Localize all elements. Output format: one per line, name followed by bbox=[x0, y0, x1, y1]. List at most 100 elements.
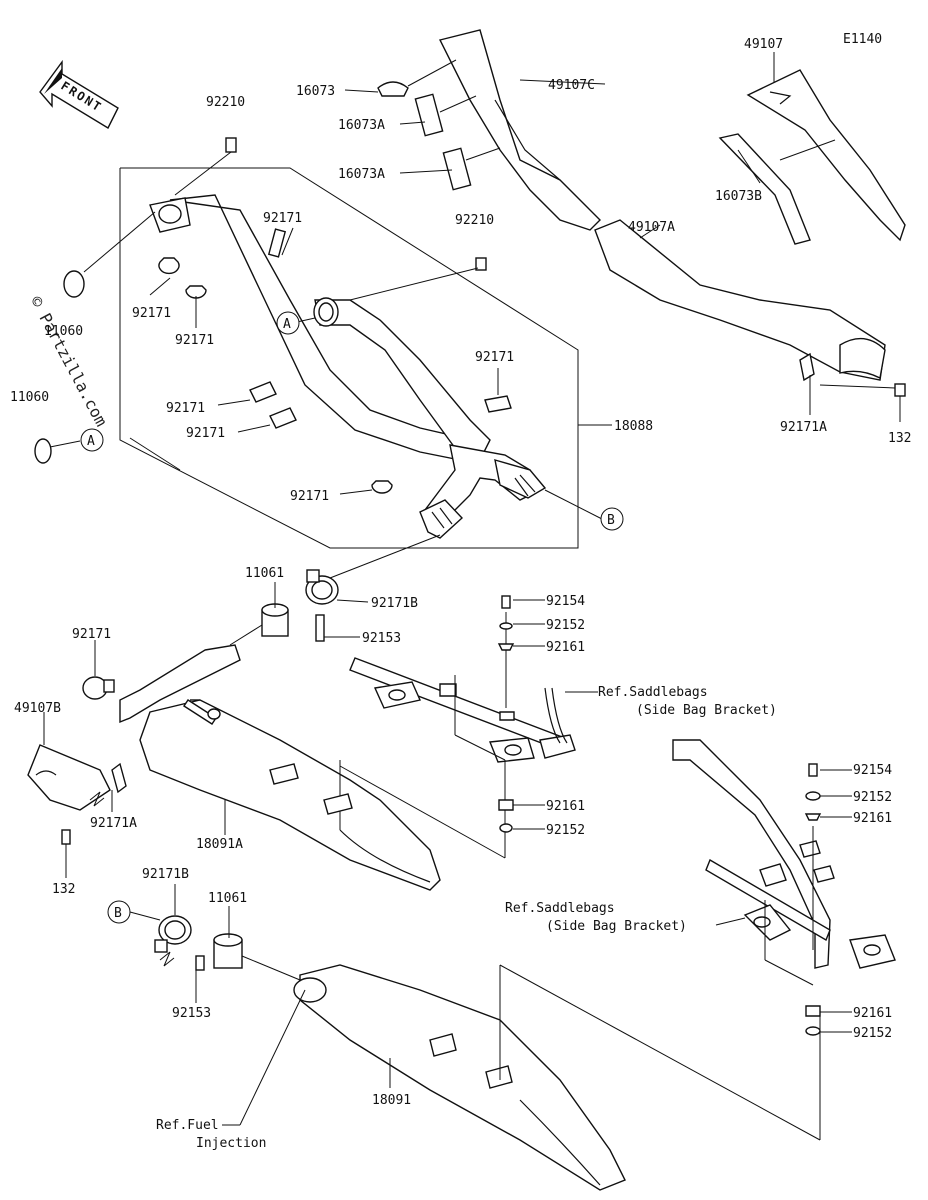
callout-a-upper: A bbox=[276, 311, 300, 335]
label-92152-3: 92152 bbox=[853, 790, 892, 805]
clamp-92171-group bbox=[158, 228, 512, 494]
muffler-18091 bbox=[293, 964, 626, 1191]
callout-b-upper: B bbox=[600, 507, 624, 531]
pad-16073A-2 bbox=[442, 147, 472, 191]
label-92161-3: 92161 bbox=[853, 811, 892, 826]
label-92153-2: 92153 bbox=[172, 1006, 211, 1021]
clamp-92171A-lower bbox=[111, 762, 127, 794]
washer-92161-1 bbox=[497, 643, 515, 651]
diagram-code: E1140 bbox=[843, 32, 882, 47]
label-18091: 18091 bbox=[372, 1093, 411, 1108]
side-bag-bracket-2 bbox=[672, 739, 896, 969]
heat-shield-49107C bbox=[438, 29, 601, 231]
label-132-2: 132 bbox=[52, 882, 75, 897]
label-92171A-1: 92171A bbox=[780, 420, 827, 435]
label-92171-5: 92171 bbox=[186, 426, 225, 441]
label-16073A-1: 16073A bbox=[338, 118, 385, 133]
label-92171-6: 92171 bbox=[475, 350, 514, 365]
label-92171-2: 92171 bbox=[132, 306, 171, 321]
bolt-92154-2 bbox=[808, 763, 818, 777]
bolt-92153-upper bbox=[315, 614, 325, 642]
bolt-132-upper bbox=[894, 383, 906, 397]
label-16073B: 16073B bbox=[715, 189, 762, 204]
label-49107B: 49107B bbox=[14, 701, 61, 716]
clamp-92171A-upper bbox=[799, 352, 815, 382]
leader-lines-lower bbox=[43, 582, 391, 1126]
label-11061-1: 11061 bbox=[245, 566, 284, 581]
washer-92152-2 bbox=[499, 823, 513, 833]
label-49107: 49107 bbox=[744, 37, 783, 52]
label-92152-1: 92152 bbox=[546, 618, 585, 633]
heat-shield-49107 bbox=[746, 69, 906, 242]
svg-text:A: A bbox=[283, 317, 291, 332]
label-16073: 16073 bbox=[296, 84, 335, 99]
bolt-92210-upper bbox=[174, 137, 237, 196]
label-92171-4: 92171 bbox=[166, 401, 205, 416]
label-92161-4: 92161 bbox=[853, 1006, 892, 1021]
pad-16073 bbox=[377, 81, 409, 97]
clamp-92171B-upper bbox=[305, 569, 339, 605]
washer-92161-3 bbox=[804, 813, 822, 821]
svg-text:A: A bbox=[87, 434, 95, 449]
washer-92152-1 bbox=[499, 622, 513, 630]
ref-saddlebags-1-line1: Ref.Saddlebags bbox=[598, 685, 708, 700]
label-92171B-1: 92171B bbox=[371, 596, 418, 611]
muffler-18091A bbox=[119, 644, 441, 891]
label-92210-2: 92210 bbox=[455, 213, 494, 228]
reference-labels: Ref.Saddlebags (Side Bag Bracket) Ref.Sa… bbox=[156, 685, 777, 1151]
pad-16073B bbox=[718, 133, 811, 245]
label-11060-1: 11060 bbox=[44, 324, 83, 339]
side-bag-bracket-1 bbox=[349, 657, 576, 763]
label-92152-4: 92152 bbox=[853, 1026, 892, 1041]
pad-16073A-1 bbox=[414, 93, 444, 137]
label-92171A-2: 92171A bbox=[90, 816, 137, 831]
label-11061-2: 11061 bbox=[208, 891, 247, 906]
label-11060-2: 11060 bbox=[10, 390, 49, 405]
front-pipe-18088 bbox=[149, 194, 547, 539]
label-92171B-2: 92171B bbox=[142, 867, 189, 882]
label-92171-8: 92171 bbox=[72, 627, 111, 642]
label-49107A: 49107A bbox=[628, 220, 675, 235]
label-92171-7: 92171 bbox=[290, 489, 329, 504]
assembly-frame-18088 bbox=[119, 167, 612, 549]
label-92171-1: 92171 bbox=[263, 211, 302, 226]
bolt-132-lower bbox=[61, 829, 71, 845]
front-arrow-icon: FRONT bbox=[39, 59, 119, 129]
heat-shield-49107B bbox=[27, 744, 111, 811]
label-18091A: 18091A bbox=[196, 837, 243, 852]
sleeve-11061-lower bbox=[213, 933, 243, 969]
svg-text:B: B bbox=[114, 906, 122, 921]
bolt-92153-lower bbox=[195, 955, 205, 971]
label-49107C: 49107C bbox=[548, 78, 595, 93]
clamp-92171B-lower bbox=[154, 915, 192, 953]
callout-b-lower: B bbox=[107, 900, 131, 924]
ref-saddlebags-1-line2: (Side Bag Bracket) bbox=[636, 703, 777, 718]
sleeve-11061-upper bbox=[261, 603, 289, 637]
svg-text:B: B bbox=[607, 513, 615, 528]
watermark-text: © Partzilla.com bbox=[26, 293, 111, 430]
bolt-92154-1 bbox=[501, 595, 511, 609]
washer-92152-4 bbox=[805, 1026, 821, 1036]
label-18088: 18088 bbox=[614, 419, 653, 434]
label-92154-2: 92154 bbox=[853, 763, 892, 778]
label-92161-2: 92161 bbox=[546, 799, 585, 814]
leader-18091-b bbox=[499, 964, 821, 1141]
ref-saddlebags-2-line1: Ref.Saddlebags bbox=[505, 901, 615, 916]
clamp-92171-left bbox=[82, 676, 115, 700]
sensor-fuel-injection bbox=[183, 699, 221, 725]
label-92171-3: 92171 bbox=[175, 333, 214, 348]
leader-connect-pipe bbox=[329, 534, 441, 579]
gasket-11060-upper bbox=[63, 270, 85, 298]
label-92152-2: 92152 bbox=[546, 823, 585, 838]
washer-92152-3 bbox=[805, 791, 821, 801]
part-labels: 49107 16073 16073A 16073A 49107C 16073B … bbox=[10, 37, 911, 1108]
label-92153-1: 92153 bbox=[362, 631, 401, 646]
label-132-1: 132 bbox=[888, 431, 911, 446]
heat-shield-49107A bbox=[594, 219, 886, 381]
callout-a-lower: A bbox=[80, 428, 104, 452]
bolt-92210-right bbox=[349, 257, 487, 301]
ref-saddlebags-2-line2: (Side Bag Bracket) bbox=[546, 919, 687, 934]
label-92154-1: 92154 bbox=[546, 594, 585, 609]
